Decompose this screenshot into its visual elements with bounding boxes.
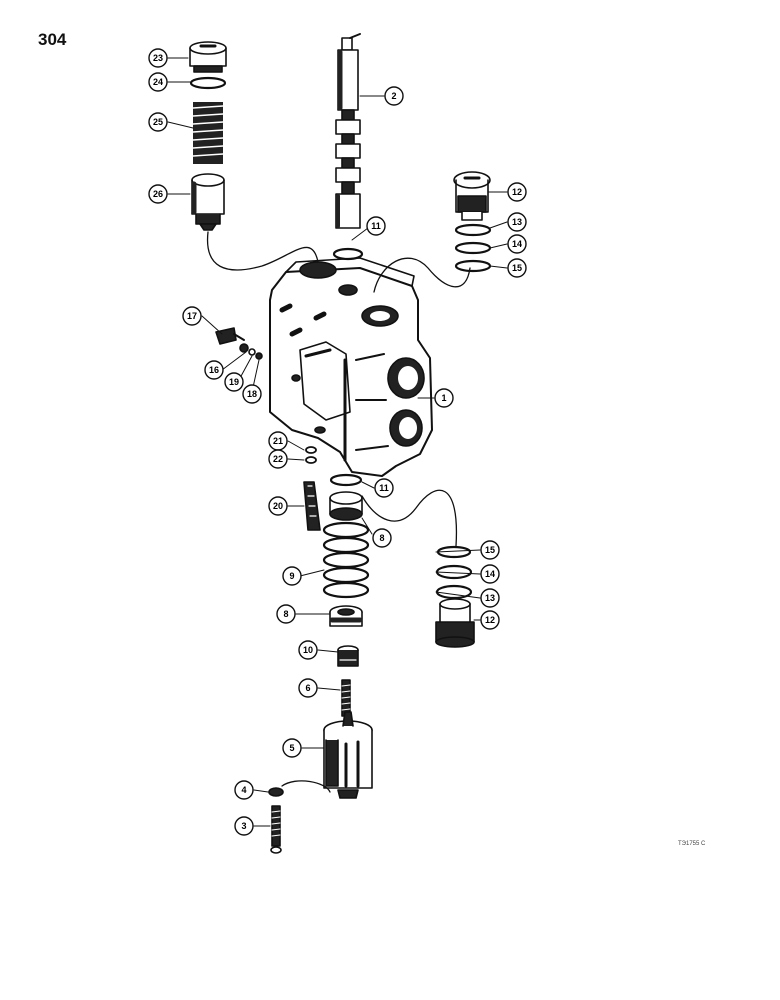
part-25-spring — [192, 102, 224, 164]
callout-22: 22 — [273, 454, 283, 464]
callout-9: 9 — [289, 571, 294, 581]
part-23-plug — [189, 41, 227, 73]
callout-1: 1 — [441, 393, 446, 403]
callout-11-top: 11 — [371, 221, 381, 231]
callout-3: 3 — [241, 821, 246, 831]
connector-lines — [206, 231, 471, 793]
callout-11-bottom: 11 — [379, 483, 389, 493]
part-17-16-relief-parts — [215, 327, 263, 360]
callout-24: 24 — [153, 77, 163, 87]
part-26-piston — [191, 173, 225, 231]
callout-13-bottom: 13 — [485, 593, 495, 603]
callout-26: 26 — [153, 189, 163, 199]
part-5-cap — [323, 711, 373, 799]
callout-4: 4 — [241, 785, 246, 795]
callout-19: 19 — [229, 377, 239, 387]
callout-21: 21 — [273, 436, 283, 446]
part-6-screw — [341, 679, 351, 717]
part-4-washer — [268, 787, 284, 797]
part-21-oring — [305, 446, 317, 454]
part-8-retainer-top — [329, 491, 363, 521]
callout-8-bottom: 8 — [283, 609, 288, 619]
part-14-oring-top — [454, 241, 492, 255]
part-10-spacer — [337, 645, 359, 667]
part-22-oring — [305, 456, 317, 464]
callout-15-top: 15 — [512, 263, 522, 273]
part-12-plug-bottom — [435, 598, 475, 648]
callout-17: 17 — [187, 311, 197, 321]
callout-12-top: 12 — [512, 187, 522, 197]
callout-12-bottom: 12 — [485, 615, 495, 625]
part-13-oring-top — [454, 223, 492, 237]
callout-6: 6 — [305, 683, 310, 693]
callout-13-top: 13 — [512, 217, 522, 227]
part-15-oring-top — [454, 259, 492, 273]
callout-23: 23 — [153, 53, 163, 63]
part-3-bolt — [270, 805, 282, 854]
callout-8-top: 8 — [379, 533, 384, 543]
callouts: 23 24 25 26 2 11 12 13 14 15 17 16 19 18… — [148, 48, 527, 836]
page-number: 304 — [38, 30, 67, 49]
part-12-plug-top — [453, 171, 491, 221]
part-11-oring-bottom — [329, 473, 363, 487]
callout-16: 16 — [209, 365, 219, 375]
part-9-spring — [322, 521, 370, 599]
callout-14-top: 14 — [512, 239, 522, 249]
part-24-oring — [189, 76, 227, 90]
part-1-valve-body — [269, 257, 433, 477]
part-8-retainer-bottom — [329, 605, 363, 627]
callout-25: 25 — [153, 117, 163, 127]
figure-reference-code: ТЭ1755 С — [678, 841, 706, 847]
callout-10: 10 — [303, 645, 313, 655]
callout-14-bottom: 14 — [485, 569, 495, 579]
callout-20: 20 — [273, 501, 283, 511]
part-20-poppet — [303, 481, 321, 531]
callout-5: 5 — [289, 743, 294, 753]
callout-2: 2 — [391, 91, 396, 101]
callout-15-bottom: 15 — [485, 545, 495, 555]
callout-18: 18 — [247, 389, 257, 399]
part-2-spool — [335, 33, 361, 229]
